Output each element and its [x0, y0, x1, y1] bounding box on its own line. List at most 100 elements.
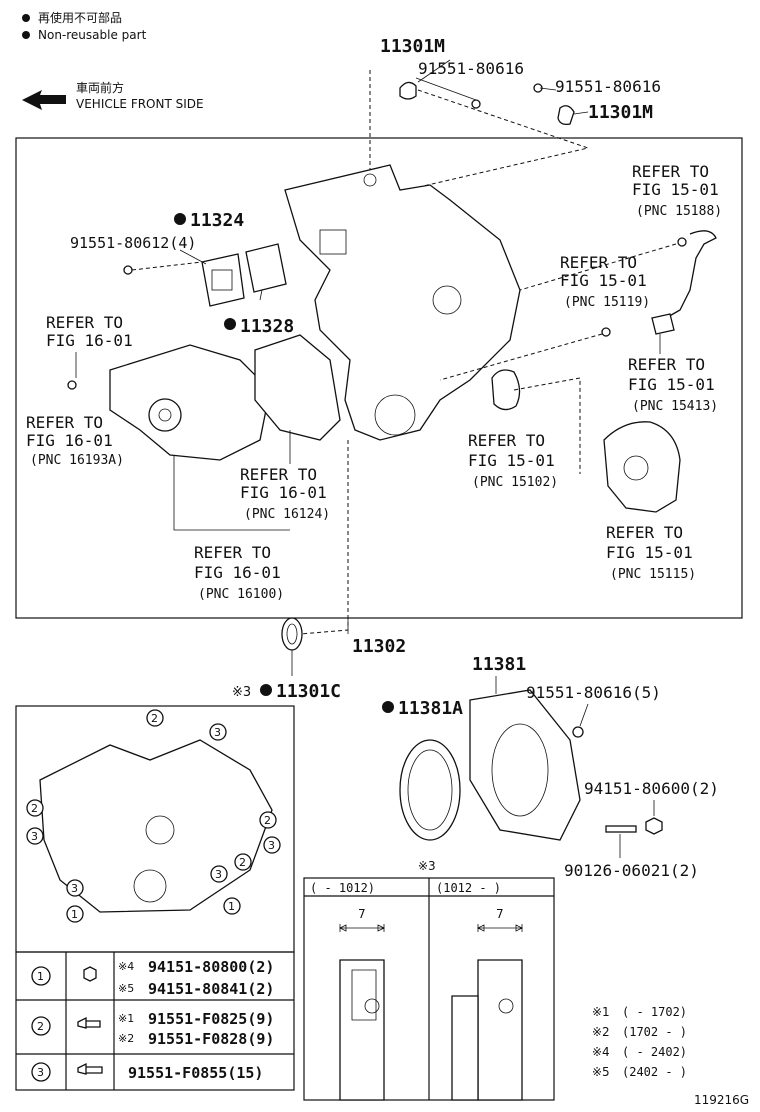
bolt-91551-80612 [123, 265, 133, 275]
cover-boss-1 [432, 285, 462, 315]
svg-text:2: 2 [151, 712, 158, 725]
water-pump-body [109, 344, 271, 461]
seal-table-col2: (1012 - ) [436, 881, 501, 895]
refer-6-line1: REFER TO [468, 431, 545, 450]
refer-5-line3: (PNC 15413) [632, 399, 718, 414]
svg-text:2: 2 [31, 802, 38, 815]
cover-window [319, 229, 347, 255]
row-1-part-b: 94151-80841(2) [148, 980, 274, 998]
stud-90126-06021 [605, 825, 637, 833]
rear-seal-retainer-bore [491, 723, 549, 817]
nut-94151-80600 [645, 817, 663, 835]
pipe-gasket [677, 237, 687, 247]
row-1-num: 1 [37, 970, 44, 983]
svg-text:3: 3 [31, 830, 38, 843]
svg-text:3: 3 [268, 839, 275, 852]
water-pump-hub [158, 408, 172, 422]
row-1-marker [31, 966, 51, 986]
refer-5-line2: FIG 15-01 [628, 375, 715, 394]
refer-4-line1: REFER TO [26, 413, 103, 432]
note-5-text: (2402 - ) [622, 1065, 687, 1079]
cover-hole-top [363, 173, 377, 187]
seal-dim-2: 7 [496, 907, 504, 921]
seal-table-col1: ( - 1012) [310, 881, 375, 895]
svg-text:3: 3 [71, 882, 78, 895]
row-1-mark-a: ※4 [118, 960, 134, 973]
rear-oil-seal-inner [407, 749, 453, 831]
callout-91551-80616-5: 91551-80616(5) [526, 683, 661, 702]
bolt-icon-row3 [77, 1062, 103, 1075]
refer-4-line3: (PNC 16193A) [30, 453, 124, 468]
refer-9-line1: REFER TO [194, 543, 271, 562]
callout-91551-80616-a: 91551-80616 [418, 59, 524, 78]
bolt-icon-row2 [77, 1016, 101, 1029]
refer-2-line1: REFER TO [560, 253, 637, 272]
refer-5-line1: REFER TO [628, 355, 705, 374]
leader-refer-9 [173, 456, 290, 531]
seal-section-1 [339, 959, 385, 1101]
note-5-mark: ※5 [592, 1065, 610, 1079]
refer-2-line3: (PNC 15119) [564, 295, 650, 310]
gasket-11324 [201, 253, 245, 307]
refer-9-line2: FIG 16-01 [194, 563, 281, 582]
callout-11381: 11381 [472, 654, 526, 675]
seal-table-grid [303, 877, 555, 1101]
row-2-mark-a: ※1 [118, 1012, 134, 1025]
refer-9-line3: (PNC 16100) [198, 587, 284, 602]
callout-11301M-top: 11301M [380, 36, 445, 57]
callout-11301C: 11301C [276, 681, 341, 702]
svg-text:2: 2 [239, 856, 246, 869]
water-pump-bolt [67, 380, 77, 390]
legend-jp-front: 車両前方 [76, 80, 124, 95]
water-pump-gasket [254, 334, 341, 441]
leader-91551-80616-5 [579, 703, 589, 727]
oring-15119 [601, 327, 611, 337]
camshaft-seal-left [399, 81, 417, 100]
dashed-oring [439, 333, 603, 381]
nut-icon [83, 966, 97, 982]
leader-lines-top [415, 59, 589, 115]
note-1-mark: ※1 [592, 1005, 610, 1019]
row-1-mark-b: ※5 [118, 982, 134, 995]
refer-1-line3: (PNC 15188) [636, 204, 722, 219]
refer-8-line1: REFER TO [606, 523, 683, 542]
nonreusable-dot-11381A [382, 701, 394, 713]
seal-section-1-lip [351, 969, 377, 1021]
nonreusable-dot-11324 [174, 213, 186, 225]
bolt-table [15, 951, 295, 1091]
dashed-rotor [513, 377, 581, 474]
refer-4-line2: FIG 16-01 [26, 431, 113, 450]
refer-1-line1: REFER TO [632, 162, 709, 181]
refer-2-line2: FIG 15-01 [560, 271, 647, 290]
svg-text:3: 3 [215, 868, 222, 881]
seal-table-title: ※3 [418, 859, 436, 873]
row-3-num: 3 [37, 1066, 44, 1079]
row-3-marker [31, 1062, 51, 1082]
oil-pipe [665, 230, 717, 319]
note-2-text: (1702 - ) [622, 1025, 687, 1039]
seal-section-2 [477, 959, 523, 1101]
refer-1-line2: FIG 15-01 [632, 180, 719, 199]
nonreusable-dot-11328 [224, 318, 236, 330]
legend-en-nonreusable: Non-reusable part [38, 28, 147, 42]
row-2-num: 2 [37, 1020, 44, 1033]
note-1-text: ( - 1702) [622, 1005, 687, 1019]
front-oil-seal [281, 617, 303, 651]
callout-11302: 11302 [352, 636, 406, 657]
svg-text:2: 2 [264, 814, 271, 827]
dashed-pipe [519, 243, 677, 291]
inset-lower-hole [133, 869, 167, 903]
svg-text:1: 1 [71, 908, 78, 921]
row-1-part-a: 94151-80800(2) [148, 958, 274, 976]
leader-gaskets [179, 249, 263, 301]
camshaft-seal-right [557, 105, 575, 126]
inset-crank-hole [145, 815, 175, 845]
row-2-marker [31, 1016, 51, 1036]
seal-dim-arrow-1 [339, 924, 385, 932]
figure-id: 119216G [694, 1093, 749, 1107]
timing-chain-cover [284, 164, 521, 441]
oil-pipe-flange [651, 313, 675, 335]
refer-7-line1: REFER TO [240, 465, 317, 484]
front-arrow-icon [22, 90, 66, 110]
gasket-11328 [245, 243, 287, 293]
